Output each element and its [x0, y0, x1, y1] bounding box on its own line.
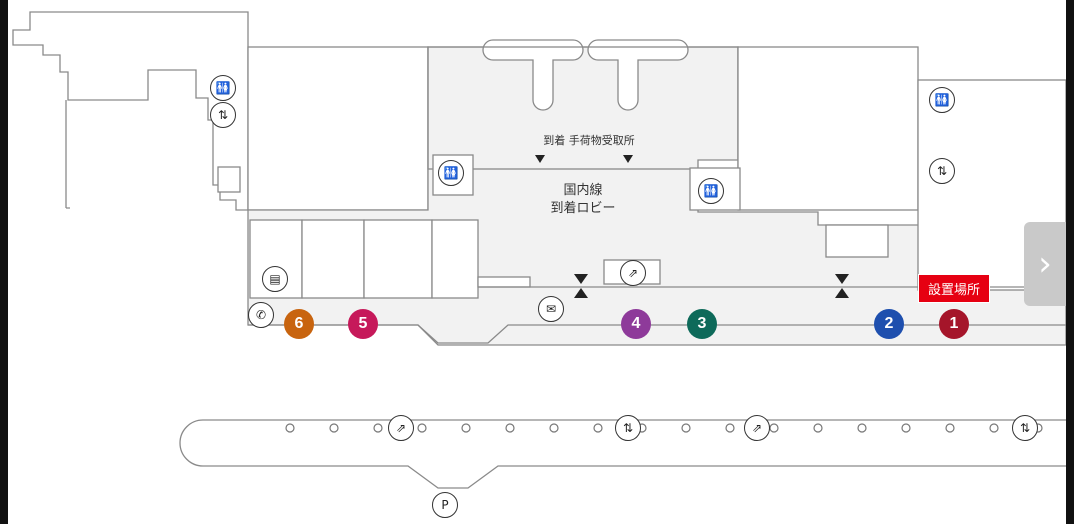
- left-wall-inner: [65, 100, 70, 209]
- gate-6[interactable]: 6: [284, 309, 314, 339]
- door-marker-right-top: [835, 274, 849, 284]
- door-marker-left-top: [574, 274, 588, 284]
- gate-5[interactable]: 5: [348, 309, 378, 339]
- door-marker-left-bottom: [574, 288, 588, 298]
- chevron-right-icon: ›: [1038, 244, 1052, 284]
- front-wall: [248, 324, 1066, 344]
- shop-3: [363, 219, 433, 299]
- locker-icon[interactable]: ▤: [262, 266, 288, 292]
- gate-4[interactable]: 4: [621, 309, 651, 339]
- door-marker-right-bottom: [835, 288, 849, 298]
- elevator-icon[interactable]: ⇅: [929, 158, 955, 184]
- right-counter: [825, 224, 889, 258]
- gate-1[interactable]: 1: [939, 309, 969, 339]
- baggage-carousel-1: [482, 39, 584, 111]
- left-small-room: [217, 166, 241, 193]
- counter: [477, 276, 531, 288]
- restroom-icon[interactable]: 🚻: [929, 87, 955, 113]
- elevator-icon[interactable]: ⇅: [210, 102, 236, 128]
- next-slide-button[interactable]: ›: [1024, 222, 1066, 306]
- restroom-icon[interactable]: 🚻: [210, 75, 236, 101]
- restroom-icon[interactable]: 🚻: [438, 160, 464, 186]
- left-building-outline: [12, 11, 249, 211]
- shop-4: [431, 219, 479, 299]
- baggage-carousel-2: [587, 39, 689, 111]
- parking-icon[interactable]: P: [432, 492, 458, 518]
- restroom-icon[interactable]: 🚻: [698, 178, 724, 204]
- escalator-icon[interactable]: ⇗: [744, 415, 770, 441]
- install-location-tag: 設置場所: [918, 274, 991, 303]
- escalator-icon[interactable]: ⇗: [388, 415, 414, 441]
- lobby-label-line2: 到着ロビー: [550, 201, 616, 216]
- walkway-pillars: [285, 423, 1043, 433]
- floor-map: 到着 手荷物受取所 国内線 到着ロビー 設置場所 6 5 4 3 2 1 🚻 ⇅…: [8, 0, 1066, 524]
- lobby-label-line1: 国内線: [563, 183, 603, 198]
- baggage-claim-label: 到着 手荷物受取所: [543, 134, 635, 147]
- arrival-arrow-2: [623, 155, 633, 163]
- room-left: [247, 46, 429, 211]
- room-right: [737, 46, 919, 211]
- elevator-icon[interactable]: ⇅: [615, 415, 641, 441]
- gate-2[interactable]: 2: [874, 309, 904, 339]
- walkway-outline: [179, 419, 1066, 489]
- mailbox-icon[interactable]: ✉: [538, 296, 564, 322]
- gate-3[interactable]: 3: [687, 309, 717, 339]
- map-outline: [12, 11, 1066, 489]
- escalator-icon[interactable]: ⇗: [620, 260, 646, 286]
- shop-2: [301, 219, 365, 299]
- phone-icon[interactable]: ✆: [248, 302, 274, 328]
- elevator-icon[interactable]: ⇅: [1012, 415, 1038, 441]
- arrival-arrow-1: [535, 155, 545, 163]
